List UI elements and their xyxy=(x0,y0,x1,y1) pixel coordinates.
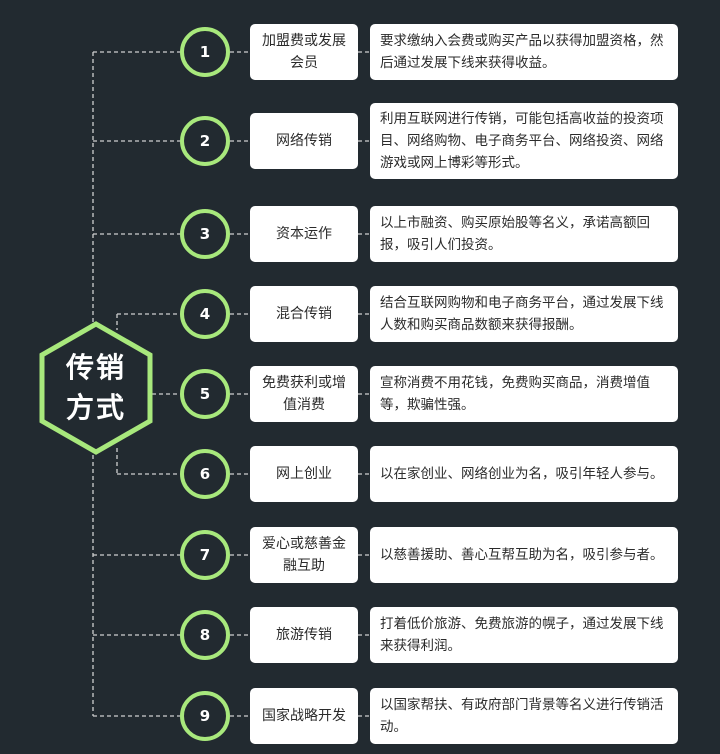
item-row: 6 网上创业以在家创业、网络创业为名，吸引年轻人参与。 xyxy=(0,446,720,508)
item-description: 以国家帮扶、有政府部门背景等名义进行传销活动。 xyxy=(370,688,678,744)
item-label: 免费获利或增值消费 xyxy=(250,366,358,422)
item-row: 4 混合传销结合互联网购物和电子商务平台，通过发展下线人数和购买商品数额来获得报酬… xyxy=(0,286,720,348)
item-row: 5 免费获利或增值消费宣称消费不用花钱，免费购买商品，消费增值等，欺骗性强。 xyxy=(0,366,720,428)
item-number-circle: 9 xyxy=(180,691,230,741)
item-number-circle: 7 xyxy=(180,530,230,580)
item-label: 网络传销 xyxy=(250,113,358,169)
item-label: 资本运作 xyxy=(250,206,358,262)
center-hexagon: 传销 方式 xyxy=(36,318,156,458)
item-description: 以慈善援助、善心互帮互助为名，吸引参与者。 xyxy=(370,527,678,583)
item-label: 旅游传销 xyxy=(250,607,358,663)
item-row: 1 加盟费或发展会员要求缴纳入会费或购买产品以获得加盟资格，然后通过发展下线来获得… xyxy=(0,24,720,86)
item-description: 宣称消费不用花钱，免费购买商品，消费增值等，欺骗性强。 xyxy=(370,366,678,422)
hexagon-shape xyxy=(39,321,153,455)
item-number-circle: 8 xyxy=(180,610,230,660)
item-number-circle: 2 xyxy=(180,116,230,166)
item-description: 以上市融资、购买原始股等名义，承诺高额回报，吸引人们投资。 xyxy=(370,206,678,262)
item-row: 8 旅游传销打着低价旅游、免费旅游的幌子，通过发展下线来获得利润。 xyxy=(0,607,720,669)
item-label: 混合传销 xyxy=(250,286,358,342)
item-number-circle: 6 xyxy=(180,449,230,499)
item-row: 2 网络传销利用互联网进行传销，可能包括高收益的投资项目、网络购物、电子商务平台、… xyxy=(0,103,720,179)
item-description: 要求缴纳入会费或购买产品以获得加盟资格，然后通过发展下线来获得收益。 xyxy=(370,24,678,80)
item-description: 打着低价旅游、免费旅游的幌子，通过发展下线来获得利润。 xyxy=(370,607,678,663)
item-number-circle: 1 xyxy=(180,27,230,77)
center-title: 传销 方式 xyxy=(65,351,126,424)
item-row: 7 爱心或慈善金融互助以慈善援助、善心互帮互助为名，吸引参与者。 xyxy=(0,527,720,589)
item-label: 网上创业 xyxy=(250,446,358,502)
item-number-circle: 3 xyxy=(180,209,230,259)
item-row: 9 国家战略开发以国家帮扶、有政府部门背景等名义进行传销活动。 xyxy=(0,688,720,750)
item-row: 3 资本运作以上市融资、购买原始股等名义，承诺高额回报，吸引人们投资。 xyxy=(0,206,720,268)
item-description: 利用互联网进行传销，可能包括高收益的投资项目、网络购物、电子商务平台、网络投资、… xyxy=(370,103,678,179)
item-number-circle: 5 xyxy=(180,369,230,419)
item-description: 结合互联网购物和电子商务平台，通过发展下线人数和购买商品数额来获得报酬。 xyxy=(370,286,678,342)
item-label: 国家战略开发 xyxy=(250,688,358,744)
item-label: 爱心或慈善金融互助 xyxy=(250,527,358,583)
item-label: 加盟费或发展会员 xyxy=(250,24,358,80)
item-number-circle: 4 xyxy=(180,289,230,339)
item-description: 以在家创业、网络创业为名，吸引年轻人参与。 xyxy=(370,446,678,502)
